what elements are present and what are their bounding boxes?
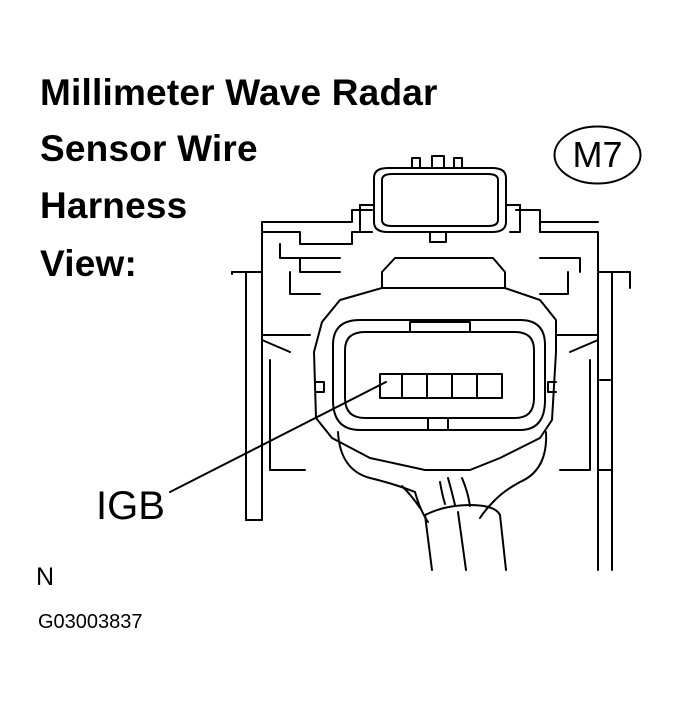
orientation-mark: N: [36, 563, 55, 591]
terminal-cavities: [379, 373, 503, 399]
connector-code-badge: M7: [553, 125, 642, 185]
title-line-1: Millimeter Wave Radar: [40, 72, 438, 113]
connector-body: [313, 257, 557, 471]
igb-leader-line: [169, 381, 387, 493]
figure-id: G03003837: [38, 611, 143, 633]
title-line-4: View:: [40, 243, 137, 284]
title-line-2: Sensor Wire: [40, 128, 258, 169]
upper-receptacle: [359, 155, 521, 243]
mounting-bracket: [231, 209, 631, 571]
connector-code-text: M7: [572, 134, 623, 175]
connector-code-ellipse: [553, 125, 642, 185]
title-line-3: Harness: [40, 185, 188, 226]
wire-harness: [337, 431, 548, 571]
terminal-label-igb: IGB: [96, 484, 165, 528]
